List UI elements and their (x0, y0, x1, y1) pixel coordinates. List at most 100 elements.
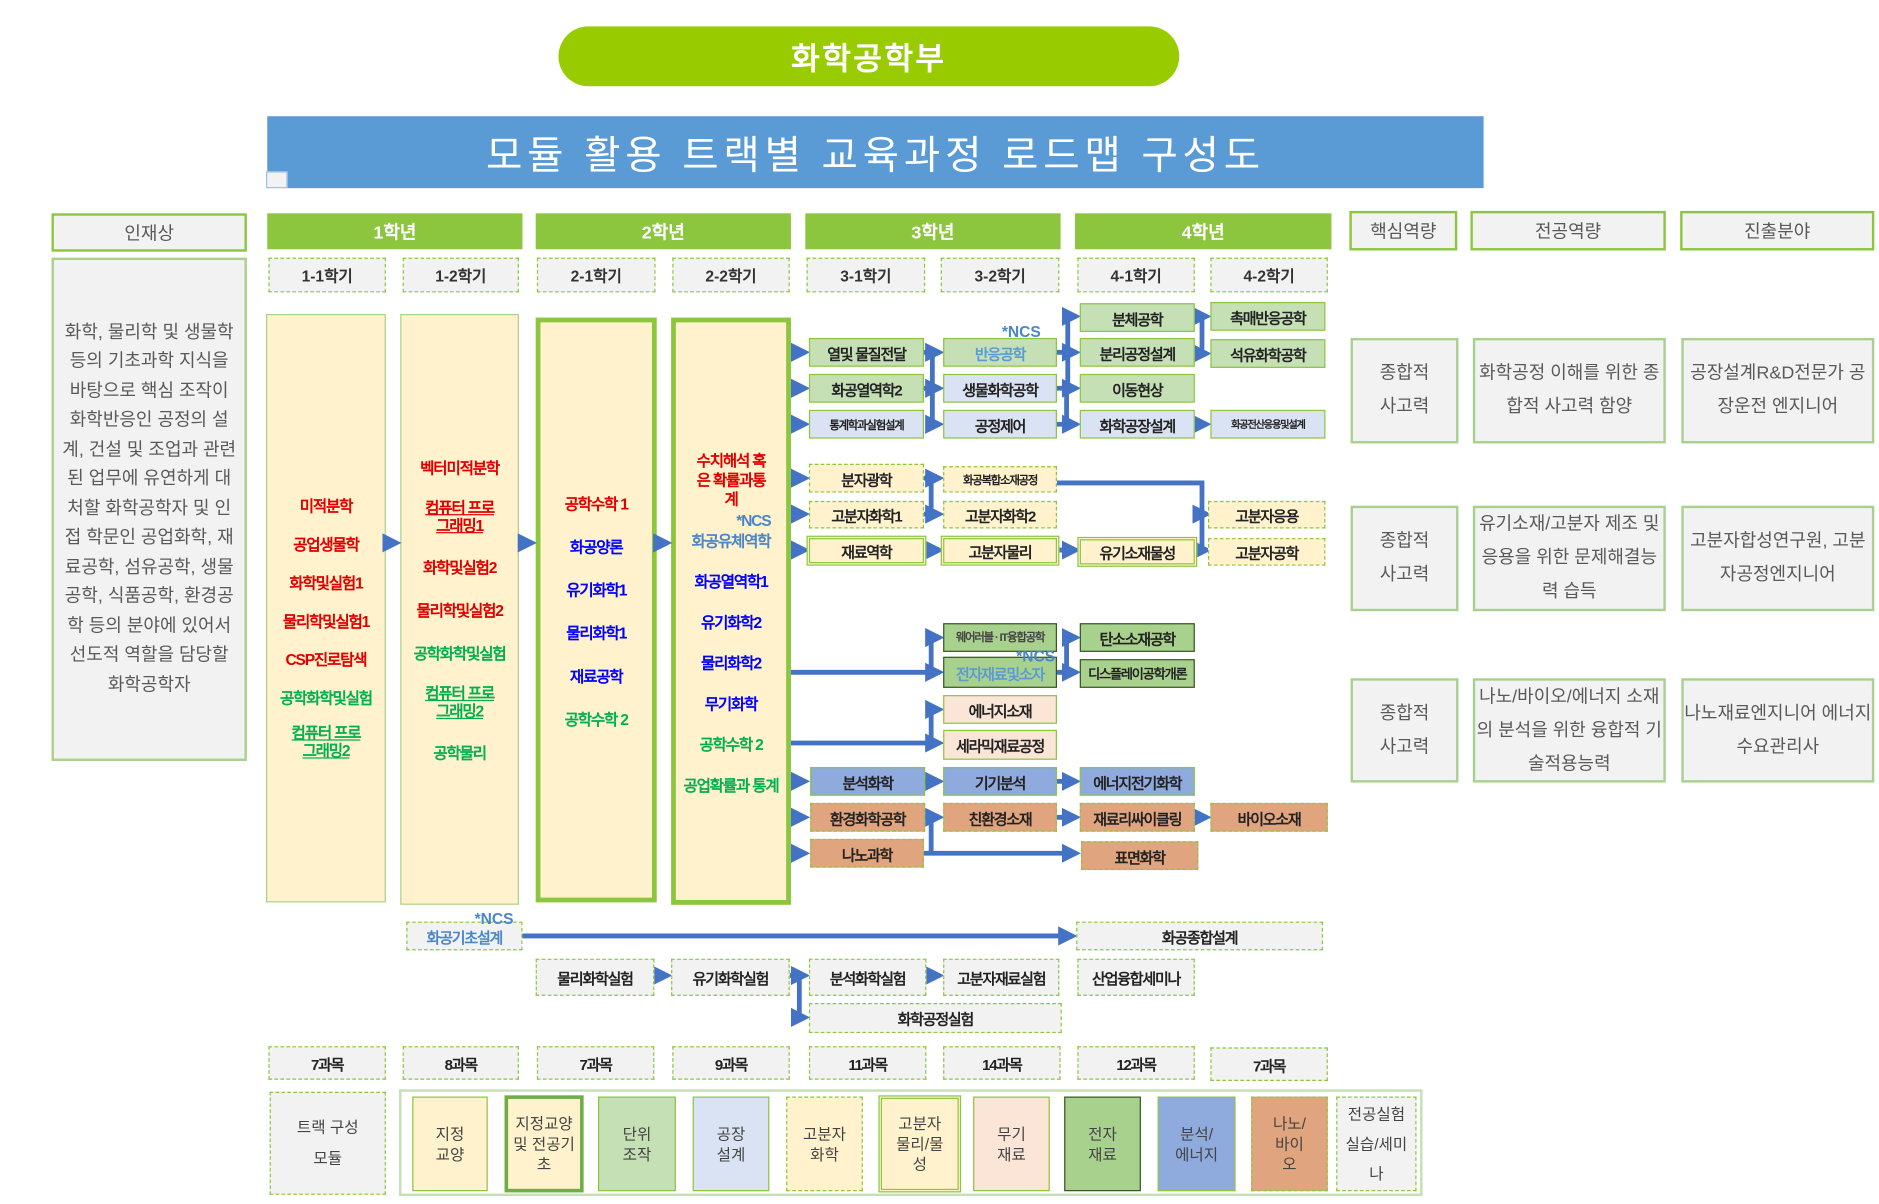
semester-3-1: 3-1학기 (806, 257, 926, 293)
career-field: 나노재료엔지니어 에너지수요관리사 (1681, 678, 1875, 783)
course-box: 생물화학공학 (943, 373, 1057, 403)
module-swatch: 공장 설계 (692, 1096, 770, 1192)
course-box: 탄소소재공학 (1079, 623, 1195, 652)
semester-2-2: 2-2학기 (672, 257, 790, 293)
semester-1-1: 1-1학기 (268, 257, 386, 293)
ncs-label: *NCS (474, 909, 514, 928)
course-box: 에너지소재 (943, 695, 1057, 724)
course: 공업생물학 (293, 535, 360, 554)
module-swatch: 지정교양 및 전공기초 (504, 1095, 584, 1193)
course-box: 반응공학 (943, 337, 1057, 367)
talent-description: 화학, 물리학 및 생물학 등의 기초과학 지식을 바탕으로 핵심 조작이 화학… (51, 257, 247, 761)
course-box: 바이오소재 (1210, 802, 1328, 832)
course-box: 공정제어 (943, 409, 1057, 439)
semester-4-1: 4-1학기 (1077, 257, 1195, 293)
course-count: 7과목 (268, 1046, 386, 1080)
course: 물리학및실험1 (282, 611, 370, 630)
career-header: 진출분야 (1680, 210, 1875, 251)
ncs-label: *NCS (1016, 647, 1056, 666)
course-box: 재료역학 (806, 535, 927, 566)
course-box: 열및 물질전달 (808, 337, 924, 367)
course-box: 에너지전기화학 (1079, 766, 1195, 796)
course: 컴퓨터 프로그래밍2 (291, 723, 362, 760)
course-box: 화학공정실험 (808, 1003, 1062, 1034)
course-count: 9과목 (672, 1046, 790, 1080)
year-4: 4학년 (1074, 213, 1332, 250)
course: 화공열역학1 (694, 572, 768, 591)
course: 공학수학 2 (564, 710, 629, 729)
module-swatch: 단위 조작 (598, 1096, 676, 1192)
course: 유기화학2 (701, 612, 762, 631)
year-1: 1학년 (267, 213, 523, 250)
core-competency: 종합적 사고력 (1350, 505, 1459, 612)
course-box: 통계학과실험설계 (808, 409, 924, 439)
course-count: 7과목 (1210, 1047, 1328, 1081)
semester-1-2: 1-2학기 (402, 257, 519, 293)
semester-2-1-courses: 공학수학 1 화공양론 유기화학1 물리화학1 재료공학 공학수학 2 (535, 317, 657, 903)
course-box: 이동현상 (1079, 373, 1195, 403)
module-swatch: 무기 재료 (973, 1096, 1050, 1192)
module-swatch: 전공실험 실습/세미나 (1336, 1096, 1417, 1192)
course-box: 친환경소재 (943, 802, 1057, 832)
major-competency: 나노/바이오/에너지 소재의 분석을 위한 융합적 기술적용능력 (1472, 678, 1666, 783)
course-box: 화공복합소재공정 (943, 466, 1057, 493)
course: 수치해석 혹은 확률과통계 (696, 451, 767, 508)
banner-handle (266, 171, 288, 189)
module-legend (399, 1089, 1423, 1197)
talent-header: 인재상 (51, 213, 247, 252)
year-2: 2학년 (535, 213, 791, 250)
course-box: 고분자물리 (940, 535, 1060, 566)
course-count: 7과목 (536, 1046, 655, 1080)
course-box: 화공열역학2 (808, 373, 924, 403)
course-box: 웨어러블 · IT융합공학 (943, 623, 1057, 652)
semester-4-2: 4-2학기 (1210, 257, 1328, 293)
module-swatch: 고분자 물리/물성 (878, 1095, 962, 1193)
career-field: 공장설계R&D전문가 공장운전 엔지니어 (1681, 337, 1875, 444)
course-count: 12과목 (1077, 1046, 1195, 1080)
major-competency: 유기소재/고분자 제조 및 응용을 위한 문제해결능력 습득 (1472, 505, 1666, 612)
career-field: 고분자합성연구원, 고분자공정엔지니어 (1681, 505, 1875, 612)
year-3: 3학년 (805, 213, 1061, 250)
semester-2-1: 2-1학기 (536, 257, 656, 293)
course-box: 디스플레이공학개론 (1079, 659, 1195, 688)
major-competency: 화학공정 이해를 위한 종합적 사고력 함양 (1472, 337, 1666, 444)
course-box: 분체공학 (1079, 303, 1195, 332)
semester-3-2: 3-2학기 (940, 257, 1060, 293)
course: 물리학및실험2 (416, 601, 503, 620)
course: 재료공학 (569, 666, 624, 685)
course-box: 분석화학 (810, 766, 926, 796)
course-count: 11과목 (808, 1046, 927, 1080)
banner-title: 모듈 활용 트랙별 교육과정 로드맵 구성도 (267, 116, 1484, 189)
course-box: 분석화학실험 (808, 958, 927, 996)
course-box: 고분자공학 (1207, 538, 1326, 566)
course-box: 분자광학 (808, 463, 924, 493)
course: 화공유체역학 (691, 531, 772, 550)
course-box: 유기소재물성 (1077, 536, 1198, 567)
ncs-label: *NCS (736, 511, 771, 530)
module-swatch: 전자 재료 (1064, 1096, 1141, 1192)
course-box: 고분자화학2 (943, 500, 1057, 529)
course: 공학화학및실험 (413, 644, 507, 663)
course-box: 화공기초설계 (406, 921, 523, 951)
course-box: 재료리싸이클링 (1079, 802, 1195, 832)
semester-1-1-courses: 미적분학 공업생물학 화학및실험1 물리학및실험1 CSP진로탐색 공학화학및실… (266, 313, 386, 903)
module-swatch: 분석/ 에너지 (1157, 1096, 1236, 1192)
course-box: 고분자재료실험 (943, 958, 1060, 996)
department-title: 화학공학부 (558, 26, 1180, 87)
course-box: 나노과학 (810, 838, 924, 868)
course: 유기화학1 (566, 580, 627, 599)
course-box: 분리공정설계 (1079, 337, 1195, 367)
course: 공학화학및실험 (279, 688, 373, 707)
course-box: 표면화학 (1080, 841, 1199, 871)
major-competency-header: 전공역량 (1470, 210, 1666, 251)
course: 컴퓨터 프로그래밍2 (425, 684, 495, 721)
course-count: 8과목 (402, 1046, 519, 1080)
course: 화공양론 (569, 537, 624, 556)
course-box: 산업융합세미나 (1077, 958, 1195, 996)
course: CSP진로탐색 (285, 650, 367, 669)
course: 미적분학 (299, 496, 354, 515)
course: 컴퓨터 프로그래밍1 (425, 498, 495, 535)
